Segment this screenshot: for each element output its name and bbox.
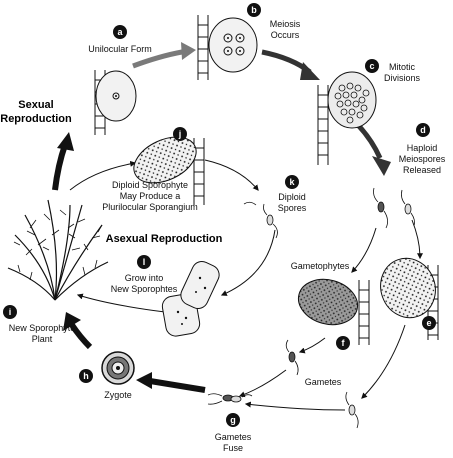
arrow-i-to-a bbox=[52, 144, 68, 191]
stage-c-text-1: Mitotic bbox=[389, 62, 416, 72]
arrow-e-to-gamete bbox=[361, 324, 406, 399]
stage-l-text-1: Grow into bbox=[125, 273, 164, 283]
stage-a-label: a Unilocular Form bbox=[88, 25, 152, 54]
arrow-to-j bbox=[69, 160, 137, 191]
stage-h-text: Zygote bbox=[104, 390, 132, 400]
stage-f-text: Gametophytes bbox=[291, 261, 350, 271]
stage-l-growth bbox=[161, 261, 220, 337]
gametes bbox=[285, 339, 359, 429]
stage-h-zygote bbox=[101, 351, 135, 385]
diploid-spores bbox=[243, 201, 278, 239]
meiospores bbox=[373, 187, 415, 229]
heading-asexual: Asexual Reproduction bbox=[106, 233, 223, 245]
stage-h-letter: h bbox=[83, 371, 89, 381]
stage-e-gametophyte bbox=[380, 257, 439, 340]
arrow-k-to-l bbox=[220, 229, 276, 296]
stage-d-text-1: Haploid bbox=[407, 143, 438, 153]
stage-d-text-3: Released bbox=[403, 165, 441, 175]
arrow-f-to-gamete bbox=[298, 337, 326, 354]
stage-l-text-2: New Sporophtes bbox=[111, 284, 178, 294]
stage-b-text-1: Meiosis bbox=[270, 19, 301, 29]
stage-d-text-2: Meiospores bbox=[399, 154, 446, 164]
stage-g-letter: g bbox=[230, 415, 236, 425]
stage-i-letter: i bbox=[9, 307, 12, 317]
stage-j-text-1: Diploid Sporophyte bbox=[112, 180, 188, 190]
heading-sexual-line1: Sexual bbox=[18, 99, 53, 111]
stage-g-text-2: Fuse bbox=[223, 443, 243, 453]
arrowhead-h-to-i bbox=[63, 312, 81, 331]
arrow-l-to-i bbox=[76, 293, 166, 313]
stage-b-label: b Meiosis Occurs bbox=[247, 3, 301, 40]
arrow-c-to-d bbox=[356, 123, 383, 160]
stage-d-label: d Haploid Meiospores Released bbox=[399, 123, 446, 175]
stage-c-mitotic bbox=[317, 71, 377, 165]
arrow-d-to-f bbox=[351, 227, 377, 273]
stage-i-label: i New Sporophyte Plant bbox=[3, 305, 75, 344]
arrow-gamete-to-g-left bbox=[238, 369, 287, 398]
stage-j-letter: j bbox=[178, 129, 182, 139]
stage-f-label: Gametophytes f bbox=[291, 261, 350, 350]
stage-d-letter: d bbox=[420, 125, 426, 135]
stage-c-letter: c bbox=[369, 61, 374, 71]
arrowhead-a-to-b bbox=[181, 42, 196, 60]
stage-c-label: c Mitotic Divisions bbox=[365, 59, 421, 83]
stage-b-meiosis bbox=[197, 15, 258, 80]
stage-k-label: k Diploid Spores bbox=[278, 175, 307, 213]
stage-k-letter: k bbox=[289, 177, 295, 187]
arrow-h-to-i bbox=[69, 323, 93, 350]
stage-i-text-2: Plant bbox=[32, 334, 53, 344]
gametes-label: Gametes bbox=[305, 377, 342, 387]
stage-h-label: h Zygote bbox=[79, 369, 132, 400]
stage-l-letter: l bbox=[143, 257, 146, 267]
stage-k-text-1: Diploid bbox=[278, 192, 306, 202]
stage-i-text-1: New Sporophyte bbox=[9, 323, 76, 333]
arrowhead-c-to-d bbox=[372, 156, 391, 176]
cycle-arrows bbox=[52, 42, 391, 393]
arrowhead-g-to-h bbox=[136, 372, 152, 389]
stage-a-unilocular bbox=[94, 70, 137, 135]
arrow-j-to-k bbox=[204, 159, 259, 191]
heading-sexual-line2: Reproduction bbox=[0, 113, 72, 125]
stage-e-letter: e bbox=[426, 318, 431, 328]
stage-b-letter: b bbox=[251, 5, 257, 15]
stage-g-label: g Gametes Fuse bbox=[215, 413, 252, 453]
arrowhead-i-to-a bbox=[57, 132, 74, 151]
stage-a-text: Unilocular Form bbox=[88, 44, 152, 54]
stage-j-label: j Diploid Sporophyte May Produce a Pluri… bbox=[102, 127, 198, 212]
stage-g-text-1: Gametes bbox=[215, 432, 252, 442]
arrow-gamete-to-g-right bbox=[244, 401, 346, 411]
arrow-g-to-h bbox=[149, 378, 206, 393]
stage-j-plurilocular bbox=[133, 136, 205, 205]
stage-i-sporophyte bbox=[7, 199, 109, 301]
stage-k-text-2: Spores bbox=[278, 203, 307, 213]
stage-e-label: e bbox=[422, 316, 436, 330]
stage-f-letter: f bbox=[342, 338, 346, 348]
stage-a-letter: a bbox=[117, 27, 123, 37]
stage-c-text-2: Divisions bbox=[384, 73, 421, 83]
arrow-a-to-b bbox=[132, 49, 183, 69]
heading-sexual: Sexual Reproduction bbox=[0, 99, 72, 125]
arrowhead-b-to-c bbox=[300, 62, 320, 80]
stage-b-text-2: Occurs bbox=[271, 30, 300, 40]
stage-l-label: l Grow into New Sporophtes bbox=[111, 255, 178, 294]
stage-f-gametophyte bbox=[297, 278, 370, 345]
thin-arrows bbox=[69, 159, 423, 411]
stage-j-text-3: Plurilocular Sporangium bbox=[102, 202, 198, 212]
stage-j-text-2: May Produce a bbox=[120, 191, 181, 201]
stage-g-fusion bbox=[207, 393, 253, 405]
arrow-d-to-e bbox=[411, 219, 423, 260]
